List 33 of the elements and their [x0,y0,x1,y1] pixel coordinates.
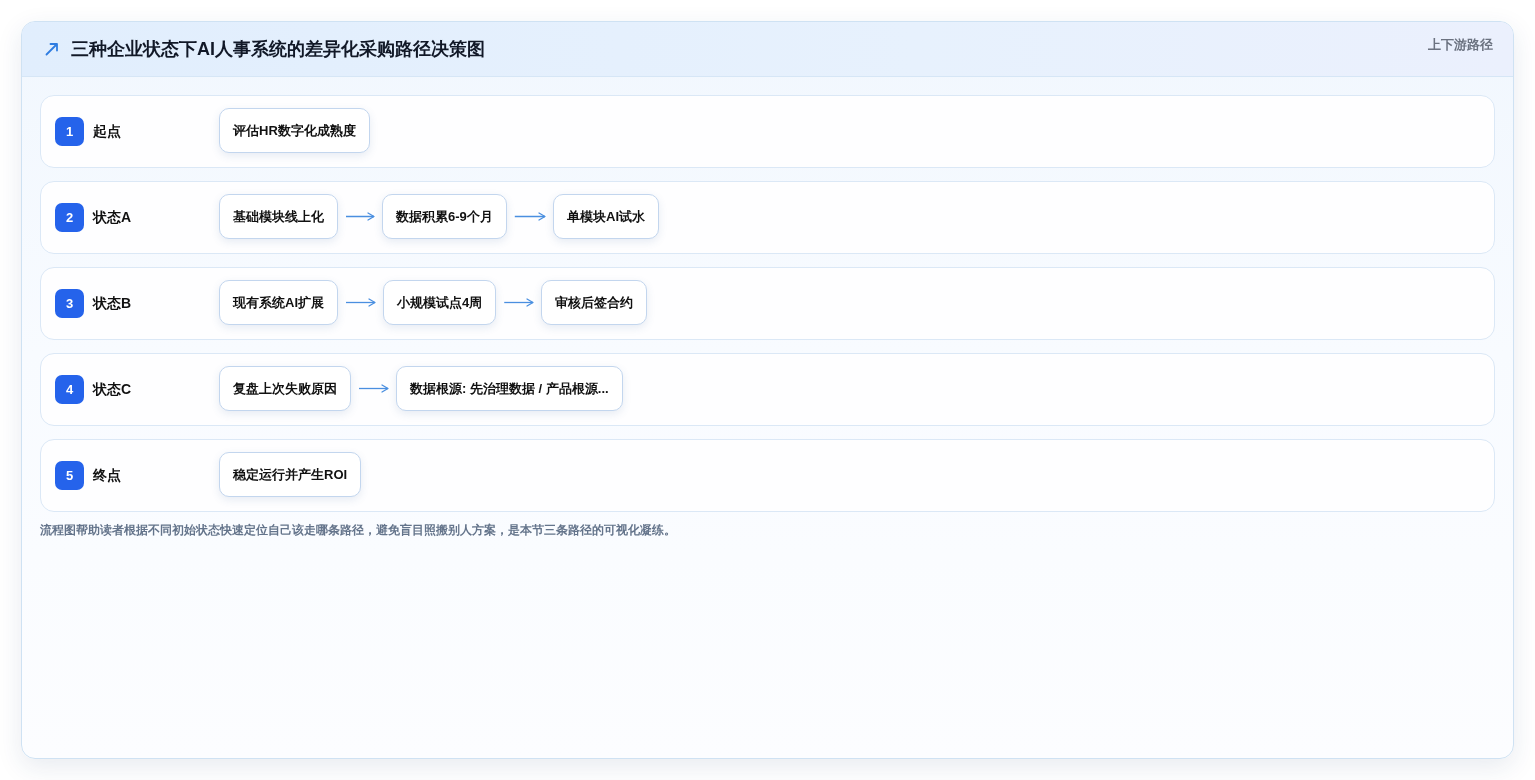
row-label: 状态B [93,295,132,312]
step-box: 现有系统AI扩展 [219,280,338,325]
row-label: 状态A [93,209,132,226]
header-note: 上下游路径 [1428,37,1493,53]
step-box: 单模块AI试水 [553,194,659,239]
step-box: 基础模块线上化 [219,194,338,239]
step-box: 评估HR数字化成熟度 [219,108,370,153]
arrow [514,212,546,221]
row-label: 起点 [93,123,121,140]
row-band [40,95,1495,168]
number-badge: 5 [55,461,84,490]
title: 三种企业状态下AI人事系统的差异化采购路径决策图 [71,38,485,61]
arrow [345,212,375,221]
row-label: 终点 [93,467,121,484]
number-badge: 1 [55,117,84,146]
step-box: 数据根源: 先治理数据 / 产品根源... [396,366,623,411]
row-band [40,267,1495,340]
row-band [40,439,1495,512]
row-band [40,353,1495,426]
row-band [40,181,1495,254]
step-box: 小规模试点4周 [383,280,497,325]
step-box: 复盘上次失败原因 [219,366,351,411]
row-label: 状态C [93,381,132,398]
number-badge: 3 [55,289,84,318]
step-box: 数据积累6-9个月 [382,194,507,239]
caption: 流程图帮助读者根据不同初始状态快速定位自己该走哪条路径，避免盲目照搬别人方案，是本节三条路径的可视化凝练。 [40,522,676,538]
step-box: 审核后签合约 [541,280,647,325]
arrow [503,298,534,307]
arrow [358,384,389,393]
number-badge: 4 [55,375,84,404]
arrow [345,298,376,307]
number-badge: 2 [55,203,84,232]
step-box: 稳定运行并产生ROI [219,452,362,497]
